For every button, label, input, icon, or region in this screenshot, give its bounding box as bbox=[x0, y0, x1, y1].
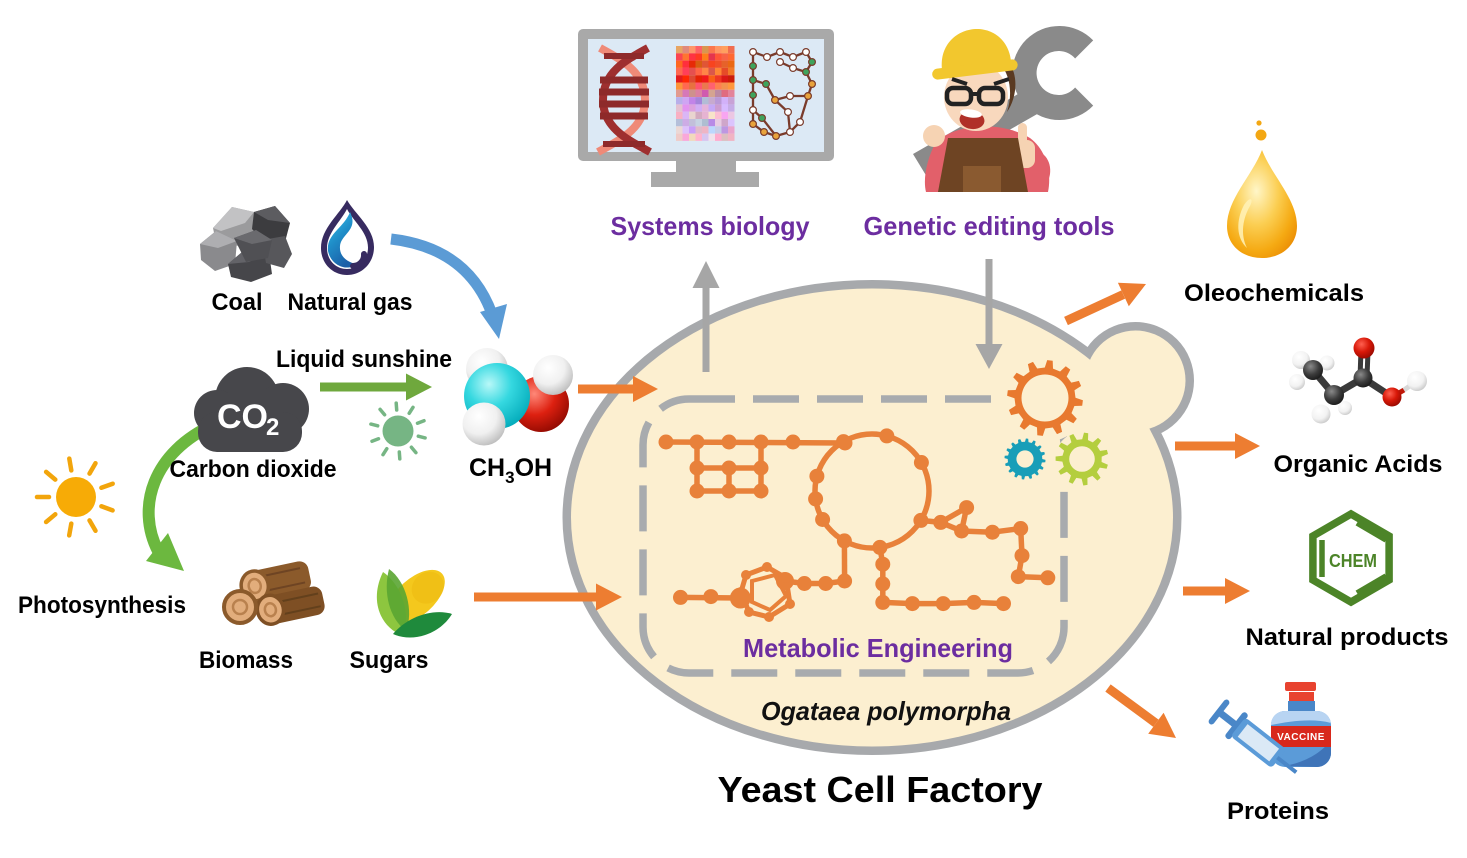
svg-text:Oleochemicals: Oleochemicals bbox=[1184, 280, 1364, 307]
svg-text:Liquid sunshine: Liquid sunshine bbox=[276, 346, 452, 373]
svg-text:VACCINE: VACCINE bbox=[1277, 732, 1325, 743]
svg-text:Ogataea polymorpha: Ogataea polymorpha bbox=[761, 696, 1011, 726]
svg-text:Yeast Cell Factory: Yeast Cell Factory bbox=[718, 769, 1043, 810]
svg-text:Coal: Coal bbox=[212, 289, 263, 316]
svg-text:Carbon dioxide: Carbon dioxide bbox=[170, 456, 337, 483]
svg-text:Natural gas: Natural gas bbox=[288, 289, 413, 316]
svg-text:CO: CO bbox=[217, 398, 268, 436]
svg-text:Genetic editing tools: Genetic editing tools bbox=[864, 211, 1115, 241]
svg-text:Proteins: Proteins bbox=[1227, 798, 1329, 825]
svg-text:Biomass: Biomass bbox=[199, 647, 293, 674]
svg-text:2: 2 bbox=[266, 414, 279, 441]
svg-text:Systems biology: Systems biology bbox=[611, 211, 811, 241]
svg-text:Natural products: Natural products bbox=[1246, 624, 1449, 651]
svg-text:Photosynthesis: Photosynthesis bbox=[18, 592, 186, 619]
svg-text:Metabolic Engineering: Metabolic Engineering bbox=[743, 633, 1013, 663]
svg-text:Organic Acids: Organic Acids bbox=[1274, 451, 1443, 478]
svg-text:Sugars: Sugars bbox=[350, 647, 429, 674]
svg-text:CHEM: CHEM bbox=[1329, 551, 1377, 571]
